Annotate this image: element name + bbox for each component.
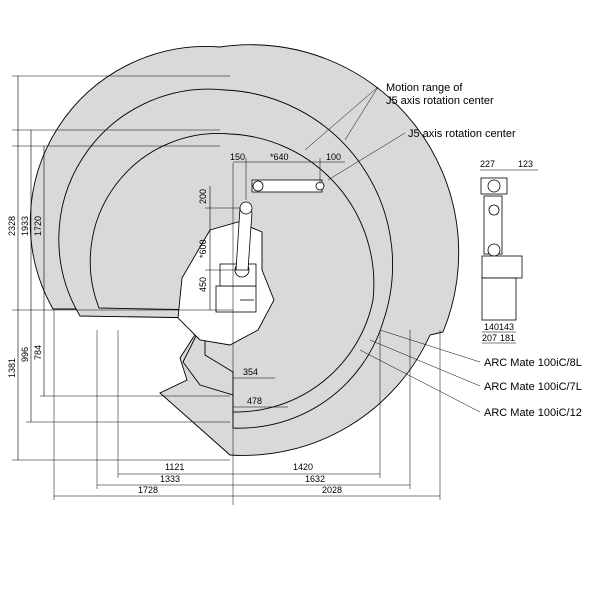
dim-side-140: 140 xyxy=(484,322,499,332)
callout-model-8l: ARC Mate 100iC/8L xyxy=(484,357,582,369)
dim-arm-200: 200 xyxy=(198,189,208,204)
dim-inner-354: 354 xyxy=(243,367,258,377)
dim-bottom-1632: 1632 xyxy=(305,474,325,484)
robot-base xyxy=(215,285,257,313)
dim-left-1381: 1381 xyxy=(7,358,17,378)
callout-j5-center: J5 axis rotation center xyxy=(408,128,516,140)
dim-left-784: 784 xyxy=(33,345,43,360)
dim-left-1720: 1720 xyxy=(33,216,43,236)
callout-motion-range-2: J5 axis rotation center xyxy=(386,95,494,107)
dim-top-640: *640 xyxy=(270,152,289,162)
dim-side-207: 207 xyxy=(482,333,497,343)
dim-inner-478: 478 xyxy=(247,396,262,406)
dim-bottom-1420: 1420 xyxy=(293,462,313,472)
dim-left-2328: 2328 xyxy=(7,216,17,236)
dim-side-227: 227 xyxy=(480,159,495,169)
robot-lower-arm xyxy=(235,207,253,271)
robot-front-view xyxy=(215,179,325,313)
dim-arm-450: 450 xyxy=(198,277,208,292)
callout-model-7l: ARC Mate 100iC/7L xyxy=(484,381,582,393)
dim-top-150: 150 xyxy=(230,152,245,162)
dim-bottom-1728: 1728 xyxy=(138,485,158,495)
dim-bottom-2028: 2028 xyxy=(322,485,342,495)
side-view-base xyxy=(481,277,517,321)
robot-joint-j3 xyxy=(239,201,253,215)
dim-side-181: 181 xyxy=(500,333,515,343)
robot-side-view xyxy=(480,177,523,321)
dim-left-996: 996 xyxy=(20,347,30,362)
dim-top-100: 100 xyxy=(326,152,341,162)
dim-bottom-1333: 1333 xyxy=(160,474,180,484)
dimension-lines xyxy=(12,75,538,505)
dim-bottom-1121: 1121 xyxy=(165,462,184,472)
callout-motion-range-1: Motion range of xyxy=(386,82,463,94)
callout-model-12: ARC Mate 100iC/12 xyxy=(484,407,582,419)
dim-left-1933: 1933 xyxy=(20,216,30,236)
dim-side-123: 123 xyxy=(518,159,533,169)
dim-arm-600: *600 xyxy=(198,239,208,258)
dim-side-143: 143 xyxy=(499,322,514,332)
